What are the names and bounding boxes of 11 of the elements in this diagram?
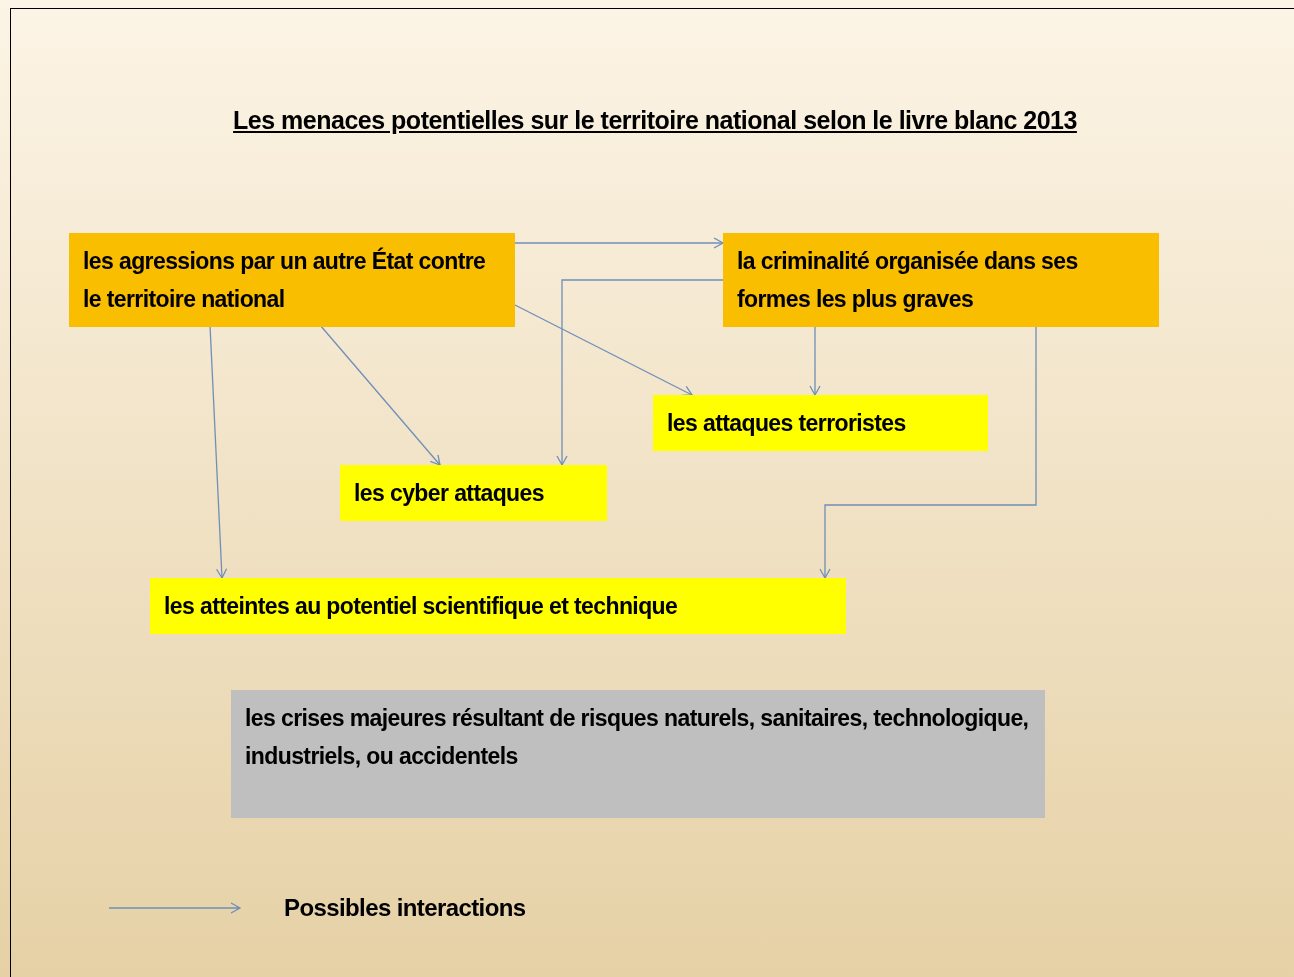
threat-box: les atteintes au potentiel scientifique et technique [150, 578, 846, 634]
arrow [556, 279, 724, 466]
threat-box: les crises majeures résultant de risques naturels, sanitaires, technologique, industriels, ou accidentels [231, 690, 1045, 818]
threat-box: les agressions par un autre État contre le territoire national [69, 233, 515, 327]
diagram-title: Les menaces potentielles sur le territoire national selon le livre blanc 2013 [232, 105, 1078, 136]
threat-box: la criminalité organisée dans ses formes les plus graves [723, 233, 1159, 327]
arrow [514, 237, 724, 249]
threat-box: les attaques terroristes [653, 395, 988, 451]
threat-box: les cyber attaques [340, 465, 607, 521]
legend-label: Possibles interactions [284, 893, 526, 923]
arrow [514, 304, 693, 397]
